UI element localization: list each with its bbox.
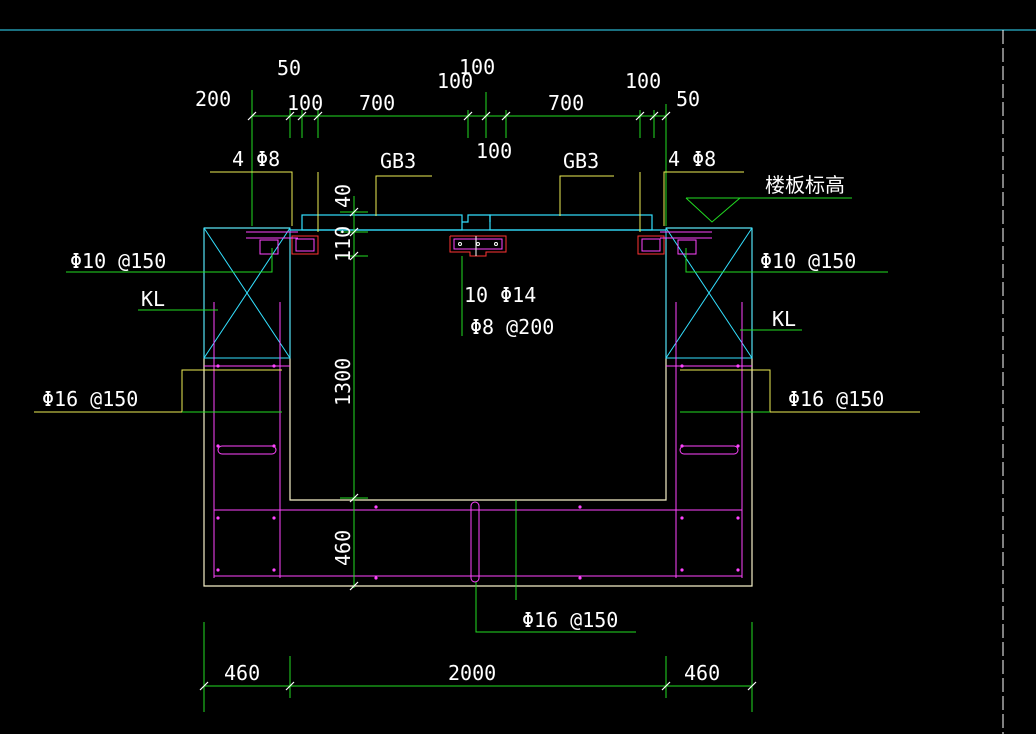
rebar-layout: [204, 231, 752, 583]
label-kl-right: KL: [772, 307, 796, 331]
top-dimension-text: 200 50 100 700 100 100 100 700 100 50: [195, 55, 700, 163]
dim-top-100-right: 100: [625, 69, 661, 93]
label-4phi8-left: 4 Φ8: [232, 147, 280, 171]
ledge-seat-left: [291, 235, 319, 255]
concrete-section: [203, 227, 753, 587]
dimension-lines: [203, 90, 753, 712]
label-kl-left: KL: [141, 287, 165, 311]
concrete-inner-outline: [289, 238, 667, 501]
label-4phi8-right: 4 Φ8: [668, 147, 716, 171]
dim-top-100-mid-a: 100: [437, 69, 473, 93]
dim-bottom-2000: 2000: [448, 661, 496, 685]
left-dimension-text: 40 110 1300 460: [331, 184, 355, 566]
label-phi8-200: Φ8 @200: [470, 315, 554, 339]
center-support-beam: [449, 235, 507, 257]
dim-left-40: 40: [331, 184, 355, 208]
dim-top-700-right: 700: [548, 91, 584, 115]
label-gb3-right: GB3: [563, 149, 599, 173]
kl-beam-right: [665, 227, 753, 359]
concrete-outer-outline: [203, 228, 753, 587]
label-gb3-left: GB3: [380, 149, 416, 173]
bottom-dimension-text: 460 2000 460: [224, 661, 720, 685]
label-floor-elevation: 楼板标高: [765, 173, 845, 197]
dim-top-700-left: 700: [359, 91, 395, 115]
dim-top-50-right: 50: [676, 87, 700, 111]
dim-top-100-mid-top: 100: [459, 55, 495, 79]
dim-bottom-460-left: 460: [224, 661, 260, 685]
dim-left-1300: 1300: [331, 358, 355, 406]
cover-slabs: [290, 214, 666, 231]
annotation-labels: GB3 GB3 4 Φ8 4 Φ8 楼板标高 Φ10 @150 Φ10 @150…: [42, 147, 884, 632]
kl-beam-left: [203, 227, 291, 359]
label-phi10-left: Φ10 @150: [70, 249, 166, 273]
gb3-slab-right: [489, 214, 653, 231]
label-phi16-bottom: Φ16 @150: [522, 608, 618, 632]
dim-top-50-left: 50: [277, 56, 301, 80]
label-phi16-right: Φ16 @150: [788, 387, 884, 411]
slab-joint: [462, 214, 491, 223]
dim-top-100-left: 100: [287, 91, 323, 115]
dim-left-460: 460: [331, 530, 355, 566]
label-phi16-left: Φ16 @150: [42, 387, 138, 411]
ledge-seat-right: [637, 235, 665, 255]
dim-top-200: 200: [195, 87, 231, 111]
dim-top-100-mid-b: 100: [476, 139, 512, 163]
label-10phi14: 10 Φ14: [464, 283, 536, 307]
leader-lines: [34, 171, 920, 633]
rebar-dots: [216, 364, 740, 580]
gb3-slab-left: [301, 214, 463, 231]
dim-bottom-460-right: 460: [684, 661, 720, 685]
label-phi10-right: Φ10 @150: [760, 249, 856, 273]
dimension-ticks: [199, 111, 757, 691]
dim-left-110: 110: [331, 226, 355, 262]
viewport-frame: [0, 29, 1036, 734]
